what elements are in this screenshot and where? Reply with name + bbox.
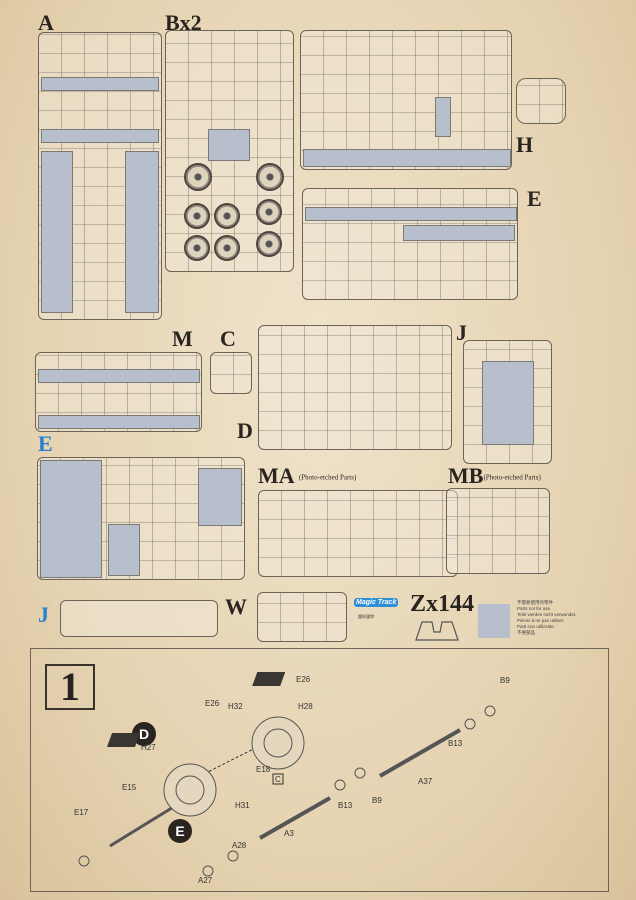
sprue-label-b: Bx2 xyxy=(165,10,202,35)
part-label: H31 xyxy=(235,801,250,810)
track-link-icon xyxy=(415,621,459,641)
part-label: B9 xyxy=(372,796,382,805)
sprue-d xyxy=(258,325,452,450)
step-1-panel xyxy=(30,648,609,892)
legend-line: 不需要使用的零件 xyxy=(517,600,553,605)
sprue-label-d: D xyxy=(237,418,253,443)
sprue-mb xyxy=(446,488,550,574)
part-a27 xyxy=(202,865,214,877)
sprue-label-mb: MB(Photo-etched Parts) xyxy=(448,465,541,487)
sprue-j-blue xyxy=(60,600,218,637)
legend-line: Pièces à ne pas utiliser. xyxy=(517,618,565,623)
sprue-label-e: E xyxy=(527,186,542,211)
part-e17 xyxy=(78,855,90,867)
part-b9 xyxy=(354,767,366,779)
sprue-label-ma: MA (Photo-etched Parts) xyxy=(258,465,356,487)
sprue-label-h: H xyxy=(516,132,534,157)
shaft-e15 xyxy=(109,804,176,848)
marker-d-label: D xyxy=(139,726,149,742)
part-label: B13 xyxy=(338,801,353,810)
part-label: E26 xyxy=(296,675,311,684)
part-label: H32 xyxy=(228,702,243,711)
sprue-h xyxy=(300,30,512,170)
part-label: H27 xyxy=(141,743,156,752)
sprue-label-j: J xyxy=(456,320,467,345)
shaft-a3 xyxy=(259,796,331,840)
mb-title: MB xyxy=(448,463,484,488)
legend-unused-parts-swatch xyxy=(478,604,510,638)
step-1-diagram: D E C E26 E26 H32 H28 H27 E18 H31 E15 E1… xyxy=(74,672,510,885)
sprue-j xyxy=(463,340,552,464)
sprue-e-blue xyxy=(37,457,245,580)
part-label: A27 xyxy=(198,876,213,885)
marker-e-label: E xyxy=(175,823,184,839)
part-e26 xyxy=(106,733,141,747)
legend-text: 不需要使用的零件 Parts not for use. Teile werden… xyxy=(517,600,617,636)
legend-line: Teile werden nicht verwendet. xyxy=(517,612,577,617)
magic-track-logo: Magic Track xyxy=(354,598,399,607)
part-b13 xyxy=(334,779,346,791)
marker-d xyxy=(132,722,156,746)
mb-note: (Photo-etched Parts) xyxy=(483,473,541,482)
sprue-a xyxy=(38,32,162,320)
sprue-label-zx144: Zx144 xyxy=(410,591,475,617)
part-label: A28 xyxy=(232,841,247,850)
part-a28 xyxy=(227,850,239,862)
part-b13 xyxy=(464,718,476,730)
sprue-label-w: W xyxy=(225,594,247,619)
sprue-label-e-blue: E xyxy=(38,431,53,456)
sprue-label-c: C xyxy=(220,326,236,351)
marker-c-box xyxy=(272,773,284,785)
part-label: H28 xyxy=(298,702,313,711)
part-label: A37 xyxy=(418,777,433,786)
drive-hub-h27-inner xyxy=(175,775,205,805)
sprue-h-turret xyxy=(516,78,566,124)
legend-line: Parti non utilizzate. xyxy=(517,624,556,629)
sprue-label-j-blue: J xyxy=(38,602,49,627)
part-b9 xyxy=(484,705,496,717)
magic-track-subtitle: 魔術履帶 xyxy=(358,614,374,619)
sprue-label-m: M xyxy=(172,326,193,351)
marker-e xyxy=(168,819,192,843)
drive-hub-h28-inner xyxy=(263,728,293,758)
part-label: B13 xyxy=(448,739,463,748)
sprue-b xyxy=(165,30,294,272)
drive-hub-h27 xyxy=(163,763,217,817)
sprue-e-top xyxy=(302,188,518,300)
part-label: E26 xyxy=(205,699,220,708)
part-label: E17 xyxy=(74,808,89,817)
ma-note: (Photo-etched Parts) xyxy=(298,473,357,482)
part-label: B9 xyxy=(500,676,510,685)
sprue-ma xyxy=(258,490,458,577)
legend-line: 不要部品 xyxy=(517,630,535,635)
part-label: E15 xyxy=(122,783,137,792)
step-number: 1 xyxy=(45,664,95,710)
part-label: E18 xyxy=(256,765,271,774)
sprue-label-a: A xyxy=(38,10,54,35)
shaft-a37 xyxy=(379,728,461,778)
sprue-m xyxy=(35,352,202,432)
sprue-c xyxy=(210,352,252,394)
legend-line: Parts not for use. xyxy=(517,606,552,611)
drive-hub-h28 xyxy=(251,716,305,770)
sprue-w xyxy=(257,592,347,642)
part-label: A3 xyxy=(284,829,294,838)
part-e26 xyxy=(252,672,286,686)
ma-title: MA xyxy=(258,463,294,488)
marker-c-label: C xyxy=(275,775,281,784)
